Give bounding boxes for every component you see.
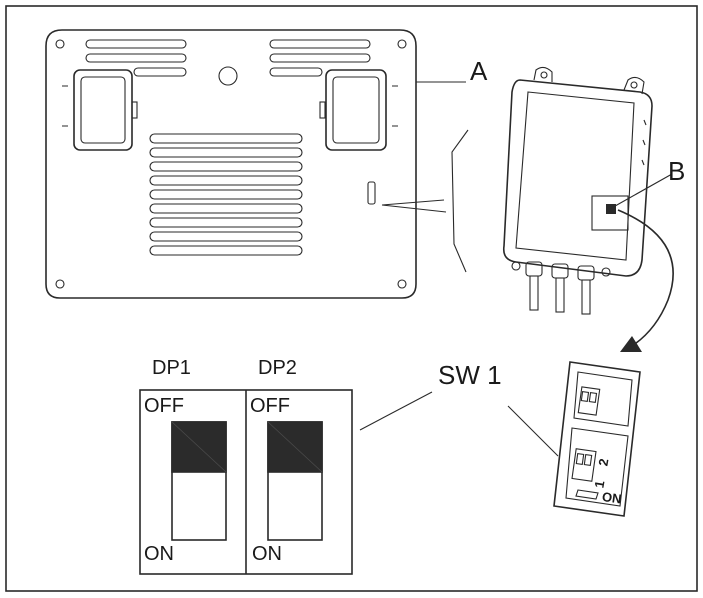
top-left-vents — [85, 39, 187, 77]
curved-arrow — [617, 209, 674, 347]
dp1-switch[interactable]: OFF ON — [144, 395, 227, 565]
dp2-on-label: ON — [252, 543, 282, 565]
switch-window — [591, 195, 629, 231]
switch-window-detail — [606, 204, 616, 214]
label-sw1: SW 1 — [438, 360, 502, 390]
leader-line-sw1-right — [507, 405, 559, 457]
back-panel-a — [45, 29, 417, 299]
leader-line-slot — [381, 204, 447, 213]
screw-hole — [397, 39, 407, 49]
label-b: B — [668, 156, 685, 186]
mini-label-2: 2 — [595, 457, 611, 467]
control-box — [502, 66, 653, 315]
center-hole — [218, 66, 238, 86]
screw-hole — [55, 279, 65, 289]
curved-arrow-head — [620, 336, 642, 352]
mini-label-on: ON — [601, 489, 622, 507]
cable-glands — [511, 261, 611, 315]
leader-line-slot — [381, 199, 445, 206]
pcb-detail — [553, 361, 641, 517]
outer-frame — [5, 5, 698, 592]
leader-line-b — [607, 173, 673, 211]
mini-label-1: 1 — [591, 479, 607, 489]
right-bracket — [319, 69, 398, 151]
dp1-label: DP1 — [152, 357, 191, 379]
top-right-vents — [269, 39, 371, 77]
dip-switch-block — [139, 389, 353, 575]
dp2-off-label: OFF — [250, 395, 290, 417]
dp2-label: DP2 — [258, 357, 297, 379]
screw-hole — [397, 279, 407, 289]
screw-hole — [55, 39, 65, 49]
leader-line-sw1-left — [359, 391, 433, 431]
panel-slot — [367, 181, 376, 205]
dp2-switch[interactable]: OFF ON — [250, 395, 323, 565]
dp1-off-label: OFF — [144, 395, 184, 417]
left-bracket — [62, 69, 138, 151]
zoom-bracket — [451, 129, 469, 273]
center-vents — [149, 133, 303, 256]
dp1-on-label: ON — [144, 543, 174, 565]
label-a: A — [470, 56, 488, 86]
